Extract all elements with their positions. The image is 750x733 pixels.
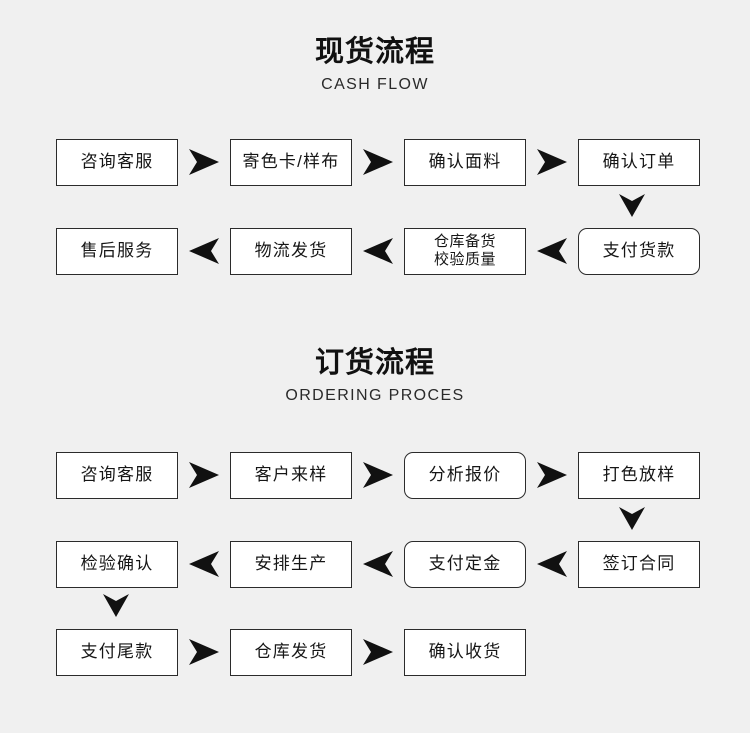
arrow-down-icon	[101, 592, 131, 618]
flow-node-label: 签订合同	[602, 554, 676, 574]
flow-node-label: 分析报价	[428, 465, 502, 485]
flow-node-label: 支付尾款	[80, 642, 154, 662]
flow-row-order-3: 支付尾款 仓库发货 确认收货	[56, 628, 526, 676]
flow-node-wuliufahuo[interactable]: 物流发货	[230, 227, 352, 275]
flow-node-querendingdan[interactable]: 确认订单	[578, 138, 700, 186]
section-title-en: ORDERING PROCES	[285, 387, 465, 405]
flow-node-jisekayangbu[interactable]: 寄色卡/样布	[230, 138, 352, 186]
arrow-left-icon	[178, 227, 230, 275]
flow-node-label-line2: 校验质量	[433, 251, 496, 268]
flow-row-order-1: 咨询客服 客户来样 分析报价 打色放样	[56, 451, 700, 499]
arrow-down-icon	[617, 192, 647, 218]
flow-row-cash-1: 咨询客服 寄色卡/样布 确认面料 确认订单	[56, 138, 700, 186]
arrow-left-icon	[178, 540, 230, 588]
flow-node-label: 咨询客服	[80, 465, 154, 485]
flow-node-label: 售后服务	[80, 241, 154, 261]
flow-node-querenshouhuo[interactable]: 确认收货	[404, 628, 526, 676]
arrow-right-icon	[178, 628, 230, 676]
arrow-left-icon	[526, 227, 578, 275]
flow-node-label: 确认收货	[428, 642, 502, 662]
flow-node-label: 安排生产	[254, 554, 328, 574]
arrow-down-icon	[617, 505, 647, 531]
section-title-cash-flow: 现货流程 CASH FLOW	[0, 36, 750, 97]
section-title-cn: 订货流程	[314, 347, 435, 379]
flow-node-label-line1: 仓库备货	[433, 233, 496, 251]
flow-node-label: 咨询客服	[80, 152, 154, 172]
arrow-right-icon	[352, 628, 404, 676]
flow-node-cangkufahuo[interactable]: 仓库发货	[230, 628, 352, 676]
flow-row-order-2: 检验确认 安排生产 支付定金 签订合同	[56, 540, 700, 588]
arrow-right-icon	[352, 451, 404, 499]
flow-node-shouhoufuwu[interactable]: 售后服务	[56, 227, 178, 275]
flow-node-daisefangyang[interactable]: 打色放样	[578, 451, 700, 499]
arrow-left-icon	[352, 540, 404, 588]
flow-node-label: 支付货款	[602, 241, 676, 261]
flow-node-label: 确认订单	[602, 152, 676, 172]
flow-node-label: 打色放样	[602, 465, 676, 485]
flow-node-zixunkefu-1[interactable]: 咨询客服	[56, 138, 178, 186]
flow-node-label: 检验确认	[80, 554, 154, 574]
flow-node-label: 客户来样	[254, 465, 328, 485]
flow-node-zixunkefu-2[interactable]: 咨询客服	[56, 451, 178, 499]
arrow-left-icon	[352, 227, 404, 275]
arrow-right-icon	[352, 138, 404, 186]
flow-row-cash-2: 售后服务 物流发货 仓库备货 校验质量 支付货款	[56, 227, 700, 275]
arrow-right-icon	[178, 451, 230, 499]
flow-node-label: 确认面料	[428, 152, 502, 172]
flow-node-fenxibaojia[interactable]: 分析报价	[404, 451, 526, 499]
section-title-ordering-process: 订货流程 ORDERING PROCES	[0, 347, 750, 408]
section-title-cn: 现货流程	[314, 36, 435, 68]
flow-node-zhifuweikuan[interactable]: 支付尾款	[56, 628, 178, 676]
flow-node-anpaishengchan[interactable]: 安排生产	[230, 540, 352, 588]
flow-node-label: 物流发货	[254, 241, 328, 261]
flow-node-label: 寄色卡/样布	[242, 152, 340, 172]
flow-node-jianyanqueren[interactable]: 检验确认	[56, 540, 178, 588]
flow-node-querenmianliao[interactable]: 确认面料	[404, 138, 526, 186]
arrow-right-icon	[178, 138, 230, 186]
flow-node-qiandinghetong[interactable]: 签订合同	[578, 540, 700, 588]
flow-node-label: 支付定金	[428, 554, 502, 574]
arrow-right-icon	[526, 451, 578, 499]
section-title-en: CASH FLOW	[321, 76, 429, 94]
arrow-left-icon	[526, 540, 578, 588]
flow-node-cangkubeihuo-jiaoyanzhiliang[interactable]: 仓库备货 校验质量	[404, 227, 526, 275]
arrow-right-icon	[526, 138, 578, 186]
flow-node-kehulaiyang[interactable]: 客户来样	[230, 451, 352, 499]
flow-node-zhifudingjin[interactable]: 支付定金	[404, 540, 526, 588]
flow-node-label: 仓库发货	[254, 642, 328, 662]
flow-node-zhifuhuokuan[interactable]: 支付货款	[578, 227, 700, 275]
